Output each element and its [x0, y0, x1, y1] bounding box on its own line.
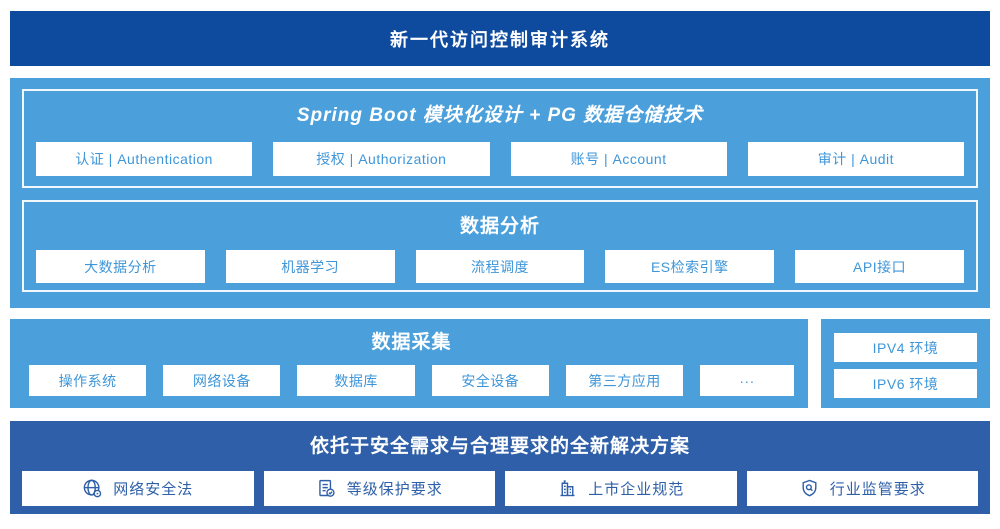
page-title: 新一代访问控制审计系统 — [390, 29, 610, 50]
data-collection-section: 数据采集 操作系统 网络设备 数据库 安全设备 第三方应用 ··· — [10, 319, 808, 408]
analysis-modules-row: 大数据分析 机器学习 流程调度 ES检索引擎 API接口 — [36, 250, 964, 283]
data-analysis-title: 数据分析 — [459, 216, 540, 237]
source-network-device: 网络设备 — [163, 365, 281, 396]
auth-modules-row: 认证 | Authentication 授权 | Authorization 账… — [36, 142, 964, 176]
solution-listed-company: 上市企业规范 — [505, 471, 737, 506]
env-ipv4: IPV4 环境 — [834, 333, 977, 362]
solution-industry-regulation: 行业监管要求 — [746, 471, 978, 506]
collection-sources-row: 操作系统 网络设备 数据库 安全设备 第三方应用 ··· — [29, 365, 794, 396]
module-account: 账号 | Account — [510, 142, 727, 176]
solution-item-label: 行业监管要求 — [829, 481, 926, 498]
data-analysis-block: 数据分析 大数据分析 机器学习 流程调度 ES检索引擎 API接口 — [22, 200, 978, 292]
source-database: 数据库 — [297, 365, 415, 396]
shield-search-icon — [799, 478, 820, 499]
solution-items-row: 网络安全法 等级保护要求 — [22, 471, 978, 506]
spring-boot-block: Spring Boot 模块化设计 + PG 数据仓储技术 认证 | Authe… — [22, 89, 978, 188]
module-workflow: 流程调度 — [415, 250, 585, 283]
solution-section: 依托于安全需求与合理要求的全新解决方案 网络安全法 — [10, 421, 990, 514]
globe-icon — [82, 478, 103, 499]
module-es-search: ES检索引擎 — [605, 250, 775, 283]
solution-cybersecurity-law: 网络安全法 — [22, 471, 254, 506]
source-third-party: 第三方应用 — [565, 365, 684, 396]
solution-item-label: 等级保护要求 — [346, 481, 443, 498]
source-more-ellipsis: ··· — [700, 365, 794, 396]
source-security-device: 安全设备 — [431, 365, 549, 396]
spring-boot-title: Spring Boot 模块化设计 + PG 数据仓储技术 — [296, 105, 704, 126]
module-authorization: 授权 | Authorization — [273, 142, 490, 176]
source-os: 操作系统 — [29, 365, 147, 396]
collection-row: 数据采集 操作系统 网络设备 数据库 安全设备 第三方应用 ··· IPV4 环… — [10, 319, 990, 408]
environment-section: IPV4 环境 IPV6 环境 — [821, 319, 990, 408]
solution-item-label: 上市企业规范 — [588, 481, 685, 498]
module-authentication: 认证 | Authentication — [36, 142, 253, 176]
env-ipv6: IPV6 环境 — [834, 369, 977, 398]
solution-title: 依托于安全需求与合理要求的全新解决方案 — [309, 436, 690, 457]
checklist-doc-icon — [316, 478, 337, 499]
module-audit: 审计 | Audit — [747, 142, 964, 176]
data-collection-title: 数据采集 — [371, 332, 452, 353]
platform-section: Spring Boot 模块化设计 + PG 数据仓储技术 认证 | Authe… — [10, 78, 990, 308]
module-machine-learning: 机器学习 — [225, 250, 395, 283]
solution-classified-protection: 等级保护要求 — [263, 471, 495, 506]
solution-item-label: 网络安全法 — [113, 481, 194, 498]
page-title-banner: 新一代访问控制审计系统 — [10, 11, 990, 66]
module-bigdata: 大数据分析 — [36, 250, 205, 283]
buildings-icon — [557, 478, 578, 499]
module-api: API接口 — [795, 250, 964, 283]
